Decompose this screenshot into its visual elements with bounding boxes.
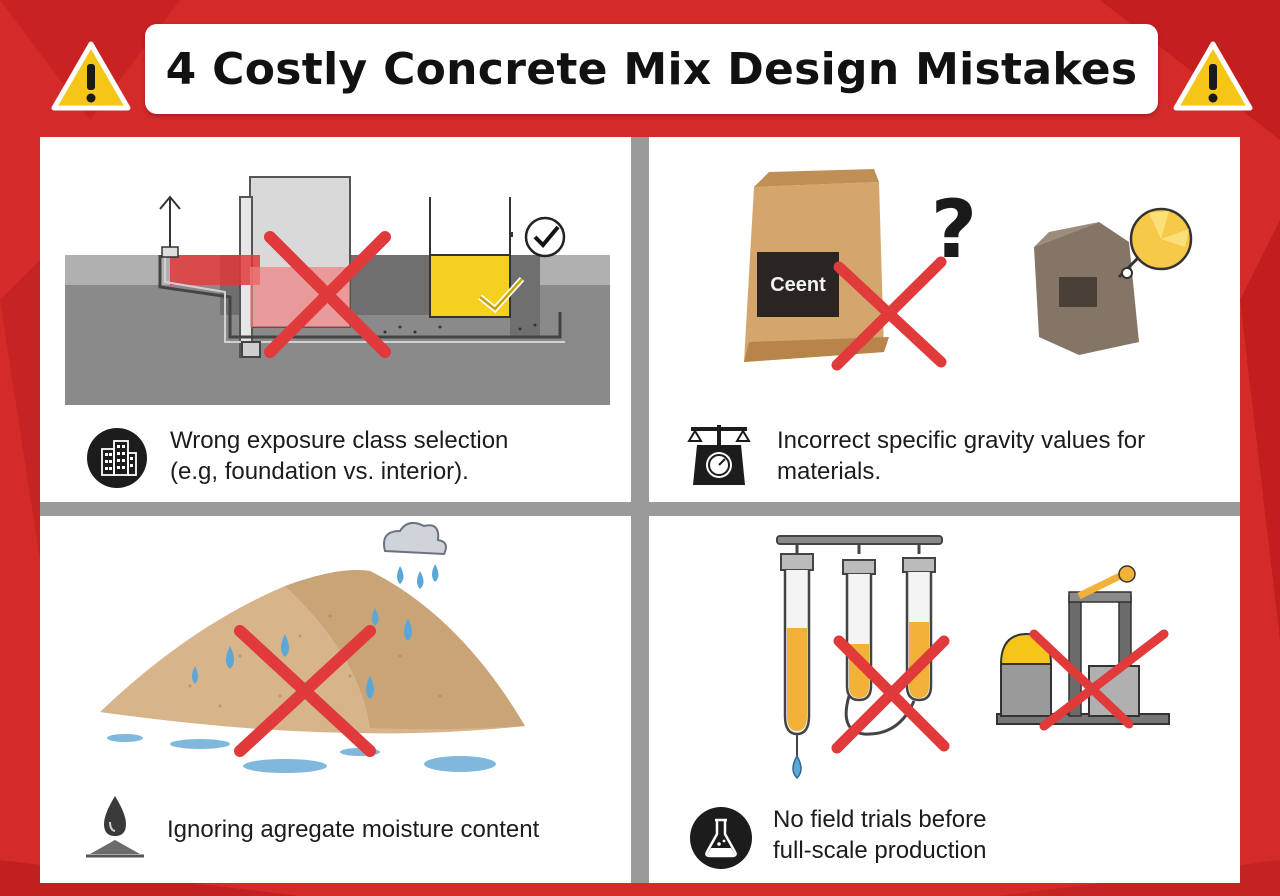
- caption-line: Wrong exposure class selection: [170, 427, 509, 454]
- caption-field-trials: No field trials before full-scale produc…: [773, 804, 986, 866]
- caption-line: materials.: [777, 458, 882, 485]
- warning-icon: [51, 41, 131, 111]
- foundation-illustration: [65, 176, 610, 405]
- caption-specific-gravity: Incorrect specific gravity values for ma…: [777, 425, 1145, 487]
- grid-divider-horizontal: [40, 502, 1240, 516]
- caption-aggregate-moisture: Ignoring agregate moisture content: [167, 814, 539, 845]
- bag-label: Ceent: [770, 274, 826, 296]
- warning-icon: [1173, 41, 1253, 111]
- wet-sand-pile-illustration: [100, 521, 525, 773]
- building-icon: [87, 428, 147, 488]
- caption-line: full-scale production: [773, 837, 987, 864]
- title-banner: 4 Costly Concrete Mix Design Mistakes: [145, 24, 1158, 114]
- caption-line: No field trials before: [773, 806, 987, 833]
- caption-line: Ignoring agregate moisture content: [167, 816, 540, 843]
- flask-icon: [690, 807, 752, 869]
- panel-field-trials: No field trials before full-scale produc…: [649, 516, 1240, 883]
- caption-line: (e.g, foundation vs. interior).: [170, 458, 469, 485]
- cement-bags-illustration: Ceent ?: [744, 169, 1193, 371]
- test-tubes-plant-illustration: [776, 535, 1170, 780]
- panel-specific-gravity: Ceent ? Incorrect specific gravity value…: [649, 137, 1240, 502]
- caption-exposure-class: Wrong exposure class selection (e.g, fou…: [170, 425, 508, 487]
- scale-icon: [687, 425, 751, 485]
- moisture-drop-icon: [86, 796, 144, 858]
- caption-line: Incorrect specific gravity values for: [777, 427, 1146, 454]
- panel-exposure-class: Wrong exposure class selection (e.g, fou…: [40, 137, 631, 502]
- panel-aggregate-moisture: Ignoring agregate moisture content: [40, 516, 631, 883]
- page-title: 4 Costly Concrete Mix Design Mistakes: [165, 43, 1138, 95]
